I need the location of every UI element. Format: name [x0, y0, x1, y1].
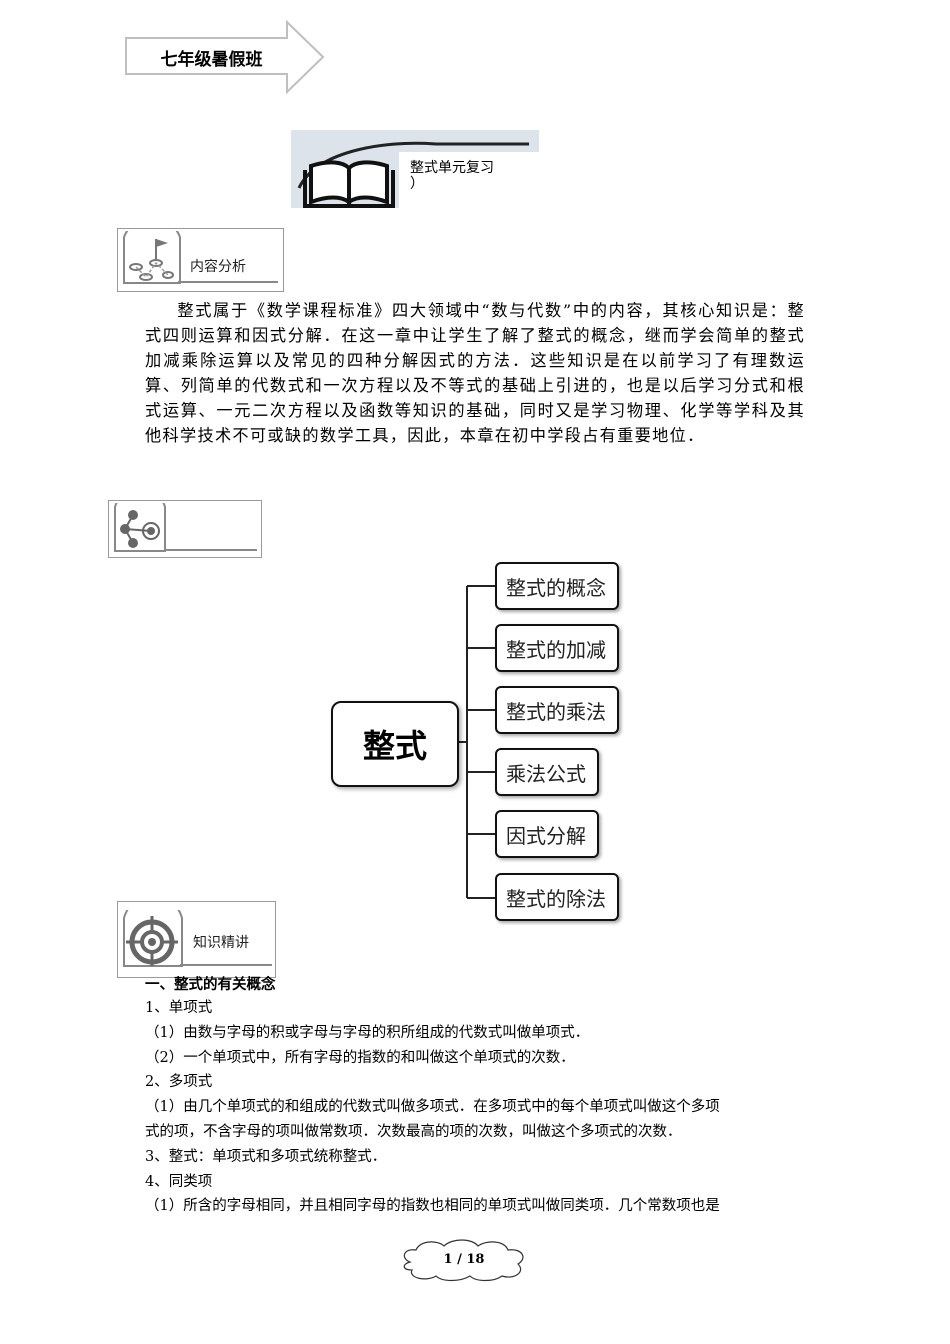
knowledge-line: 4、同类项	[145, 1174, 213, 1190]
title-line-1: 整式单元复习	[410, 160, 494, 176]
mindmap-node-divide: 整式的除法	[495, 873, 619, 921]
analysis-label: 内容分析	[190, 259, 246, 275]
mindmap-node-add-subtract: 整式的加减	[495, 624, 619, 672]
knowledge-line: （1）由几个单项式的和组成的代数式叫做多项式．在多项式中的每个单项式叫做这个多项	[145, 1099, 720, 1115]
grade-tag: 七年级暑假班	[124, 20, 326, 94]
mindmap-node-concept: 整式的概念	[495, 562, 619, 610]
mindmap-node-formulas: 乘法公式	[495, 748, 599, 796]
knowledge-line: 2、多项式	[145, 1074, 213, 1090]
knowledge-line: 式的项，不含字母的项叫做常数项．次数最高的项的次数，叫做这个多项式的次数．	[145, 1124, 682, 1140]
title-banner: 整式单元复习 ）	[291, 130, 541, 210]
knowledge-line: （1）所含的字母相同，并且相同字母的指数也相同的单项式叫做同类项．几个常数项也是	[145, 1198, 720, 1214]
knowledge-label: 知识精讲	[193, 935, 249, 951]
mindmap-root: 整式	[331, 701, 459, 787]
structure-section-header	[108, 500, 262, 558]
knowledge-heading: 一、整式的有关概念	[145, 976, 276, 993]
knowledge-section-header: 知识精讲	[117, 901, 276, 978]
analysis-section-header: 内容分析	[117, 228, 284, 292]
route-flag-icon	[123, 231, 181, 284]
target-icon	[123, 910, 183, 967]
knowledge-line: （1）由数与字母的积或字母与字母的积所组成的代数式叫做单项式．	[145, 1025, 590, 1041]
mindmap-connectors	[455, 585, 497, 899]
page-title: 整式单元复习 ）	[410, 160, 538, 192]
title-line-2: ）	[410, 176, 424, 192]
grade-label: 七年级暑假班	[160, 49, 263, 70]
intro-paragraph: 整式属于《数学课程标准》四大领域中“数与代数”中的内容，其核心知识是：整式四则运…	[145, 301, 805, 445]
underline-divider	[178, 281, 278, 283]
underline-divider	[180, 964, 272, 966]
knowledge-line: 1、单项式	[145, 1000, 213, 1016]
page-cloud-shape	[403, 1239, 524, 1282]
knowledge-line: （2）一个单项式中，所有字母的指数的和叫做这个单项式的次数．	[145, 1050, 575, 1066]
underline-divider	[165, 549, 257, 551]
mindmap-node-multiply: 整式的乘法	[495, 686, 619, 734]
book-icon	[291, 130, 539, 208]
share-network-icon	[114, 503, 166, 552]
page-number: 1 / 18	[443, 1252, 485, 1267]
mindmap-node-factorization: 因式分解	[495, 810, 599, 858]
arrow-tag-shape	[125, 20, 325, 94]
knowledge-line: 3、整式：单项式和多项式统称整式．	[145, 1149, 387, 1165]
